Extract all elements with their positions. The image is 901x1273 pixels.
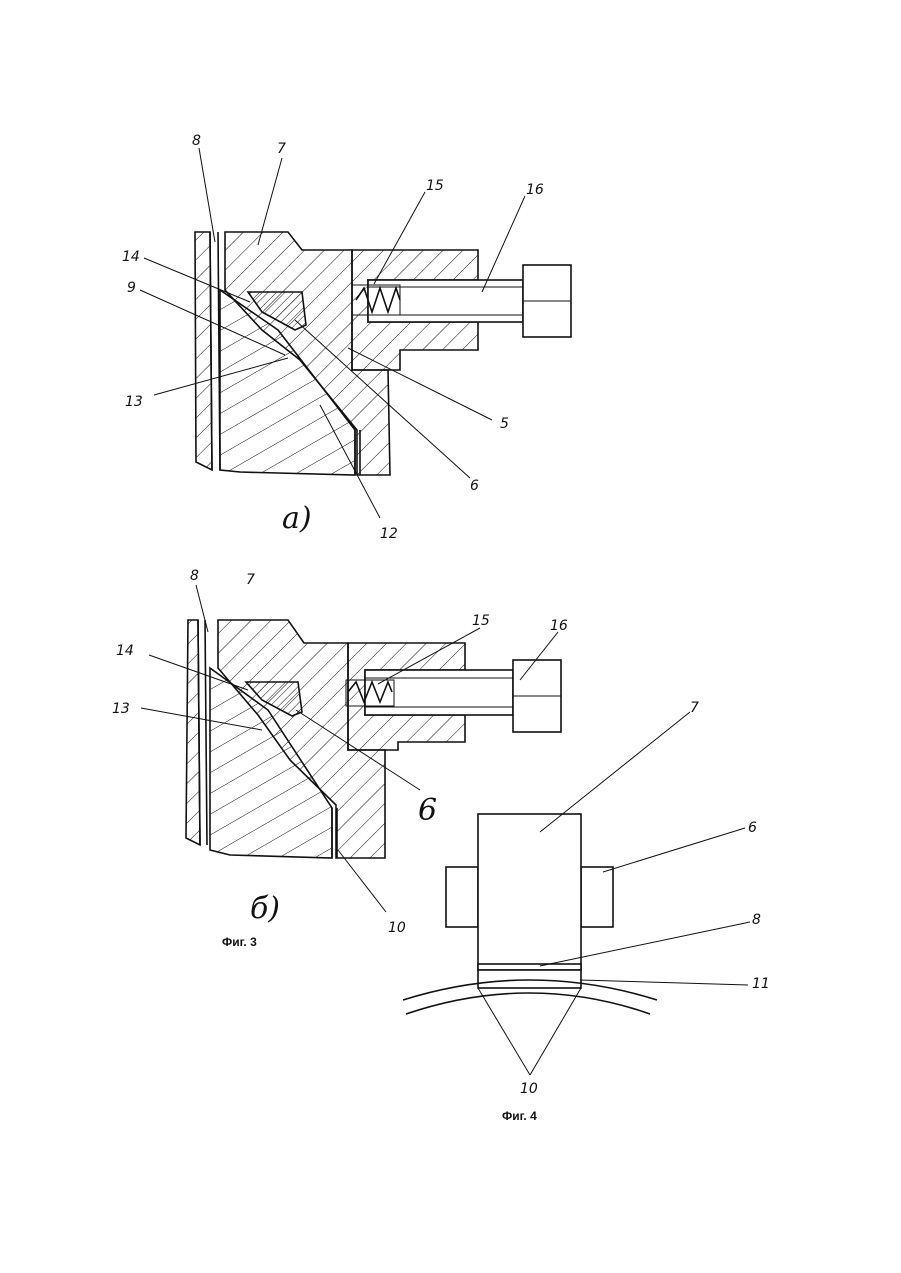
fig4-label-11: 11 <box>752 976 770 992</box>
fig4-lug-right <box>581 867 613 927</box>
fig4-caption: Фиг. 4 <box>502 1109 537 1123</box>
fig3b-label-6: 6 <box>418 793 437 828</box>
fig3b-label-10: 10 <box>388 920 406 936</box>
fig4-label-6: 6 <box>748 820 757 836</box>
figure-3a: 8 7 15 16 14 9 13 5 6 12 а) <box>122 133 571 542</box>
fig4-body-7 <box>478 814 581 969</box>
fig3b-label-16: 16 <box>550 618 568 634</box>
fig3b-label-15: 15 <box>472 613 490 629</box>
fig3-caption: Фиг. 3 <box>222 935 257 949</box>
fig3a-label-12: 12 <box>380 526 398 542</box>
fig3b-label-14: 14 <box>116 643 134 659</box>
fig4-label-7: 7 <box>690 700 699 716</box>
fig3a-label-5: 5 <box>500 416 509 432</box>
fig4-lug-left <box>446 867 478 927</box>
fig4-label-8: 8 <box>752 912 761 928</box>
fig4-label-10: 10 <box>520 1081 538 1097</box>
fig3a-label-13: 13 <box>125 394 143 410</box>
fig3a-left-body <box>195 232 212 470</box>
fig3a-sublabel: а) <box>282 501 312 536</box>
fig3a-label-9: 9 <box>127 280 136 296</box>
fig3a-label-16: 16 <box>526 182 544 198</box>
fig4-block-11 <box>478 970 581 988</box>
fig4-plate-8 <box>478 964 581 970</box>
fig3a-label-7: 7 <box>277 141 286 157</box>
fig4-arc-inner <box>406 993 650 1014</box>
fig3b-sublabel: б) <box>250 891 280 926</box>
fig3b-label-7: 7 <box>246 572 255 588</box>
fig3a-label-15: 15 <box>426 178 444 194</box>
fig3a-label-8: 8 <box>192 133 201 149</box>
fig3a-label-14: 14 <box>122 249 140 265</box>
fig3b-label-13: 13 <box>112 701 130 717</box>
figure-4: 7 6 8 11 10 Фиг. 4 <box>403 700 770 1123</box>
fig3b-screw-16-shaft <box>365 670 513 715</box>
fig3a-label-6: 6 <box>470 478 479 494</box>
fig3b-label-8: 8 <box>190 568 199 584</box>
